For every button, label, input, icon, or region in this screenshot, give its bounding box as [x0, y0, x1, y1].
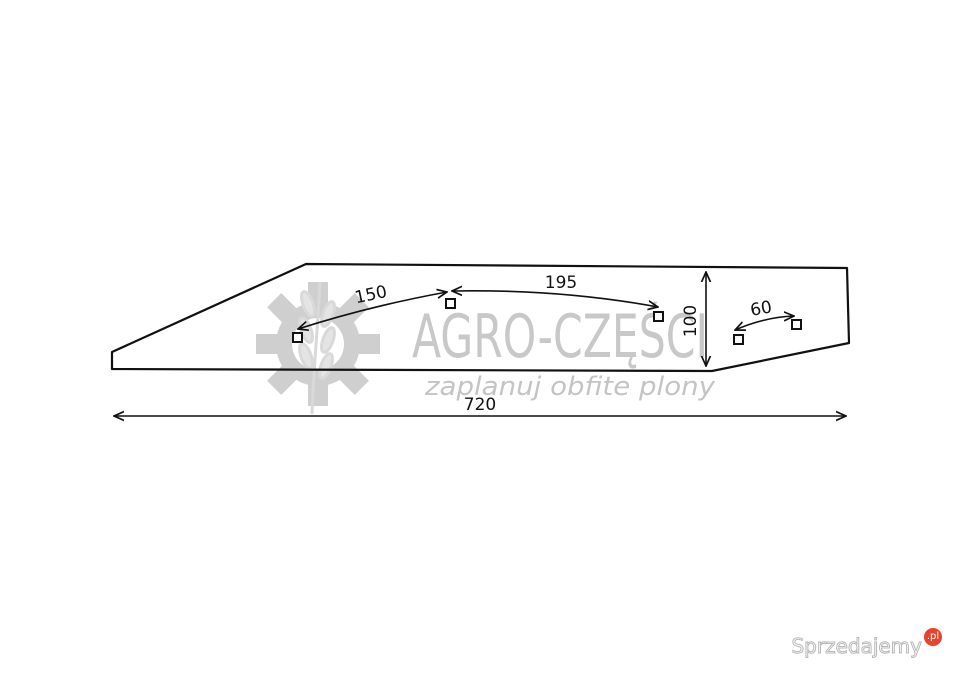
dimension-label-60: 60 — [749, 297, 774, 320]
mounting-hole — [733, 334, 744, 345]
dimension-label-100: 100 — [681, 305, 701, 337]
dimension-line-150 — [298, 292, 447, 329]
watermark-tagline: zaplanuj obfite plony — [424, 372, 716, 402]
blade-outline — [110, 262, 851, 373]
site-tld-badge: .pl — [924, 628, 942, 646]
mounting-hole — [791, 319, 802, 330]
dimension-line-60 — [735, 316, 794, 330]
dimension-line-195 — [452, 291, 658, 307]
mounting-hole — [653, 311, 664, 322]
site-watermark-badge: Sprzedajemy .pl — [791, 628, 942, 659]
mounting-hole — [292, 332, 303, 343]
dimension-label-150: 150 — [353, 282, 389, 308]
mounting-hole — [445, 298, 456, 309]
dimension-label-720: 720 — [464, 395, 496, 415]
dimension-label-195: 195 — [545, 273, 577, 293]
site-name: Sprzedajemy — [791, 634, 923, 659]
